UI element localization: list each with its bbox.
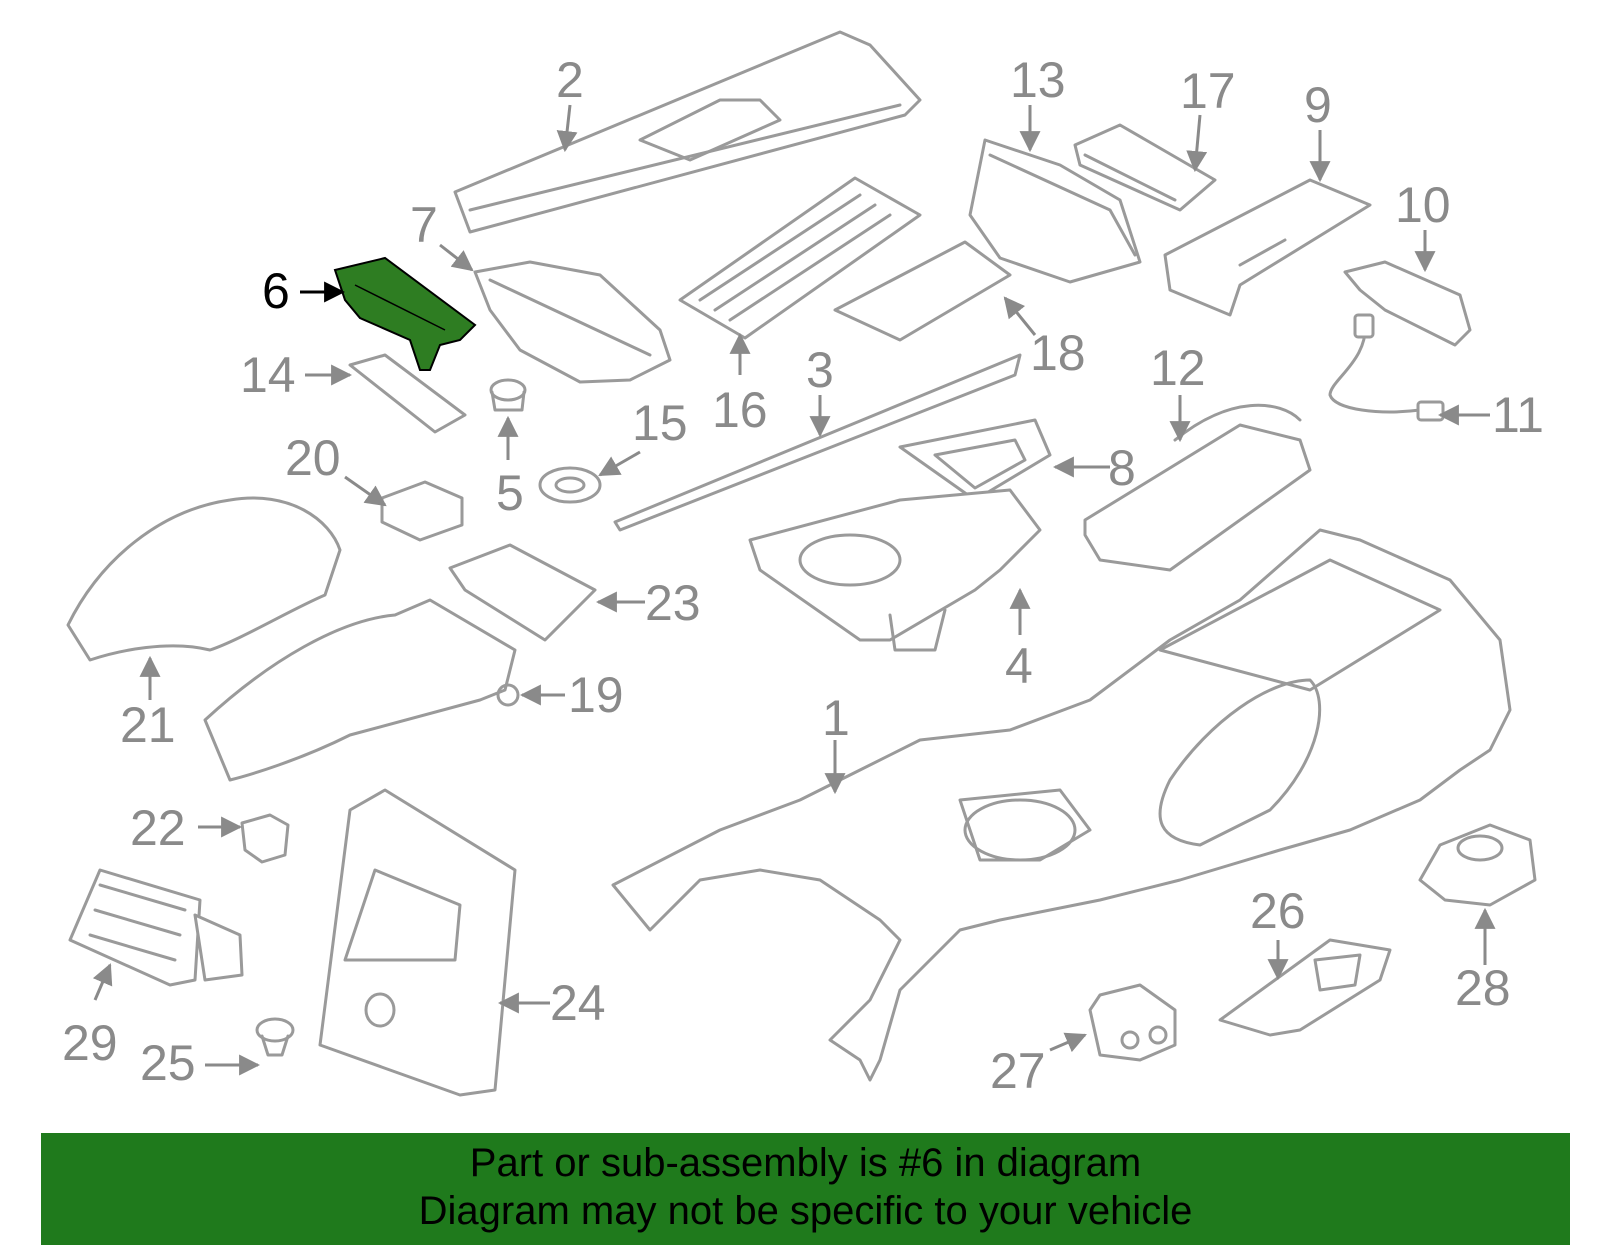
callout-24: 24 (550, 975, 606, 1031)
callout-28: 28 (1455, 960, 1511, 1016)
callout-26: 26 (1250, 883, 1306, 939)
callout-25: 25 (140, 1035, 196, 1091)
part-7-tray (473, 260, 672, 384)
part-23-trim-cover (448, 543, 597, 642)
part-28-controller (1418, 823, 1537, 907)
part-4-cupholder (748, 488, 1042, 652)
part-27-switch-block (1088, 983, 1177, 1062)
callout-9: 9 (1304, 77, 1332, 133)
part-9-storage-tray (1163, 178, 1372, 317)
part-14-pad (348, 353, 467, 434)
callout-10: 10 (1395, 177, 1451, 233)
callout-5: 5 (496, 465, 524, 521)
part-1-center-console (611, 528, 1512, 1082)
callout-1: 1 (822, 690, 850, 746)
callout-15: 15 (632, 395, 688, 451)
callout-7: 7 (410, 197, 438, 253)
callout-2: 2 (556, 52, 584, 108)
part-17-tray (1073, 123, 1217, 212)
callout-18: 18 (1030, 325, 1086, 381)
banner-line-2: Diagram may not be specific to your vehi… (418, 1189, 1193, 1233)
part-29-vent (68, 868, 244, 987)
callout-29: 29 (62, 1015, 118, 1071)
callout-23: 23 (645, 575, 701, 631)
part-16-mat (678, 176, 922, 340)
part-21-armrest-lid (66, 496, 342, 662)
part-2-trim-strip (453, 30, 922, 234)
callout-16: 16 (712, 382, 768, 438)
callout-14: 14 (240, 347, 296, 403)
callout-17: 17 (1180, 63, 1236, 119)
part-3-trim-strip (613, 353, 1022, 532)
callout-22: 22 (130, 800, 186, 856)
part-5-cap (489, 378, 527, 412)
part-15-grommet (538, 466, 602, 504)
callout-4: 4 (1005, 638, 1033, 694)
part-8-cover (898, 418, 1052, 502)
part-13-storage-bin (968, 138, 1142, 284)
part-24-rear-panel (318, 788, 517, 1097)
banner-line-1: Part or sub-assembly is #6 in diagram (469, 1141, 1142, 1185)
info-banner: Part or sub-assembly is #6 in diagram Di… (41, 1133, 1570, 1245)
part-18-mat (833, 240, 1012, 342)
part-12-tray (1083, 403, 1312, 572)
callout-3: 3 (806, 342, 834, 398)
callout-6: 6 (262, 263, 290, 319)
callout-labels: 1 2 3 4 5 6 7 8 9 10 11 12 13 14 15 16 1… (62, 52, 1544, 1099)
callout-11: 11 (1492, 387, 1544, 443)
part-20-block (380, 480, 464, 542)
callout-20: 20 (285, 430, 341, 486)
callout-8: 8 (1108, 440, 1136, 496)
part-10-bracket (1343, 260, 1472, 347)
callout-27: 27 (990, 1043, 1046, 1099)
part-6-highlighted (333, 256, 477, 371)
part-19-armrest (203, 598, 520, 782)
part-11-wire-harness (1328, 313, 1445, 422)
callout-19: 19 (568, 667, 624, 723)
part-25-plug (255, 1017, 295, 1057)
callout-12: 12 (1150, 340, 1206, 396)
callout-21: 21 (120, 697, 176, 753)
part-22-clip (240, 813, 290, 864)
callout-13: 13 (1010, 52, 1066, 108)
part-26-switch-panel (1218, 938, 1392, 1037)
leader-lines (92, 104, 1496, 1076)
